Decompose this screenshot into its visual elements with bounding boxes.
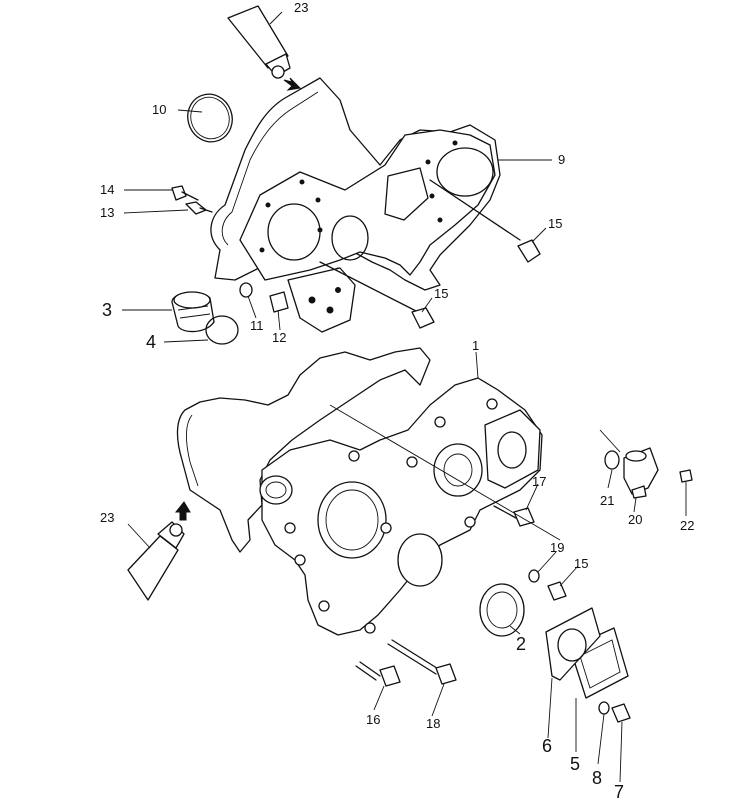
callout-12: 12 [272,330,286,345]
housing-flange-right [484,409,541,489]
callout-21: 21 [600,493,614,508]
callout-3: 3 [102,300,112,320]
plate-hole-square [384,167,429,221]
callout-1: 1 [472,338,479,353]
seal-ring-left [259,475,293,505]
callout-10: 10 [152,102,166,117]
housing-bolt-bosses [284,398,498,634]
callout-16: 16 [366,712,380,727]
plate-hole-center [331,215,369,261]
bolt-17 [493,505,535,527]
bolt-15-middle [319,261,435,329]
o-ring-21 [604,450,620,470]
callout-5: 5 [570,754,580,774]
bolt-16 [355,661,401,687]
leader-lines [122,11,687,783]
arrow-top [283,77,302,91]
upper-gasket-inner [221,91,319,246]
callout-4: 4 [146,332,156,352]
plate-bracket [287,267,356,333]
callout-13: 13 [100,205,114,220]
screw-22 [679,469,693,483]
callout-11: 11 [250,318,264,333]
callout-23-top: 23 [294,0,308,15]
o-ring-large [187,93,233,143]
callout-8: 8 [592,768,602,788]
callout-15-upper: 15 [548,216,562,231]
arrow-lower [174,501,191,521]
front-housing [261,377,543,636]
callout-6: 6 [542,736,552,756]
front-plate [239,129,496,281]
callout-19: 19 [550,540,564,555]
callout-9: 9 [558,152,565,167]
upper-gasket [210,77,501,291]
sealant-tube-lower [127,521,185,601]
sensor-20 [623,447,659,499]
stud-13 [185,201,213,215]
bolt-15-lower [547,581,567,601]
callout-23-lower: 23 [100,510,114,525]
housing-bore-upper [433,443,483,497]
washer-8 [598,701,610,715]
callout-18: 18 [426,716,440,731]
oil-cap [171,291,215,333]
callout-2: 2 [516,634,526,654]
bolt-7 [611,703,631,723]
callout-7: 7 [614,782,624,800]
bolt-15-upper [429,179,541,263]
washer-19 [528,569,540,583]
bolt-14 [171,185,199,201]
callout-17: 17 [532,474,546,489]
callout-15-lower: 15 [574,556,588,571]
o-ring-4 [205,315,239,345]
bolt-18 [387,639,457,685]
oil-seal-2 [479,583,525,637]
o-ring-11 [239,282,253,298]
callout-20: 20 [628,512,642,527]
callout-15-middle: 15 [434,286,448,301]
dowel-12 [269,291,289,313]
housing-bore-main [317,481,387,559]
plate-hole-right [436,147,494,197]
sealant-tube-top [227,5,291,79]
gasket-6 [545,607,601,681]
housing-bore-lower [397,533,443,587]
callout-14: 14 [100,182,114,197]
callout-22: 22 [680,518,694,533]
